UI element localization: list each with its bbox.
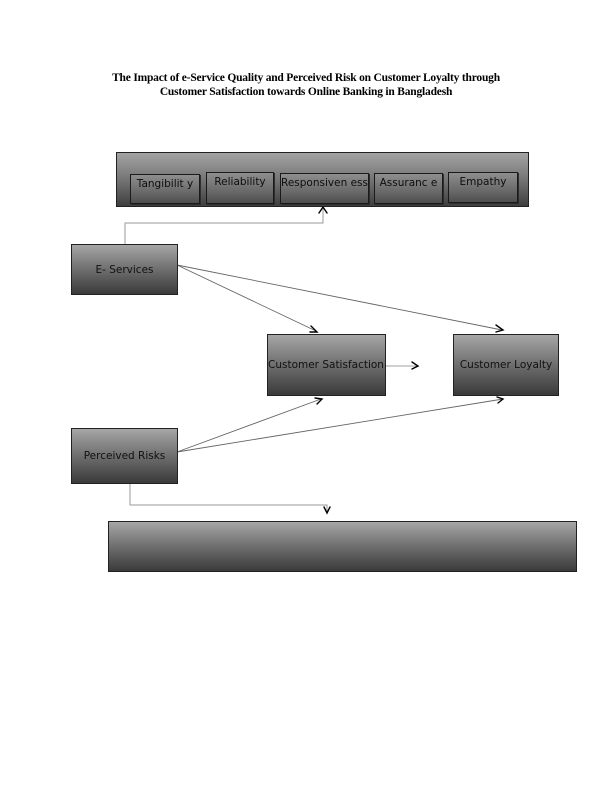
dimension-label: Reliability bbox=[214, 176, 266, 188]
arrowhead-icon bbox=[314, 397, 324, 405]
connector-risks-to-loyalty bbox=[176, 398, 504, 453]
dimension-label: Empathy bbox=[459, 176, 507, 188]
arrowhead-icon bbox=[309, 325, 319, 333]
dimension-responsiveness[interactable]: Responsiven ess bbox=[280, 173, 369, 204]
arrowhead-down-icon bbox=[323, 506, 331, 515]
node-customer-satisfaction[interactable]: Customer Satisfaction bbox=[267, 334, 386, 396]
diagram-title: The Impact of e-Service Quality and Perc… bbox=[60, 71, 552, 99]
node-label: E- Services bbox=[95, 263, 154, 276]
arrowhead-icon bbox=[496, 396, 505, 404]
node-label: Customer Loyalty bbox=[459, 359, 553, 371]
dimension-label: Responsiven ess bbox=[281, 177, 368, 189]
node-label: Customer Satisfaction bbox=[268, 359, 384, 371]
dimension-reliability[interactable]: Reliability bbox=[206, 172, 274, 204]
connector-eservices-to-satisfaction bbox=[176, 264, 317, 332]
arrowhead-right-icon bbox=[411, 361, 420, 370]
title-line-2: Customer Satisfaction towards Online Ban… bbox=[159, 86, 453, 98]
connector-eservices-to-loyalty bbox=[176, 264, 503, 331]
node-e-services[interactable]: E- Services bbox=[71, 244, 178, 295]
connector-eservices-to-dimensions bbox=[124, 206, 324, 245]
arrowhead-up-icon bbox=[318, 205, 328, 214]
dimension-assurance[interactable]: Assuranc e bbox=[374, 173, 443, 204]
connector-risks-to-risk-dimensions bbox=[129, 483, 328, 513]
node-label: Perceived Risks bbox=[83, 450, 166, 462]
risk-dimensions-container bbox=[108, 521, 577, 572]
dimension-label: Assuranc e bbox=[379, 177, 438, 189]
arrowhead-icon bbox=[495, 324, 505, 333]
dimension-empathy[interactable]: Empathy bbox=[448, 172, 518, 203]
title-line-1: The Impact of e-Service Quality and Perc… bbox=[112, 72, 500, 84]
dimension-label: Tangibilit y bbox=[136, 178, 194, 190]
connector-risks-to-satisfaction bbox=[176, 398, 322, 453]
node-perceived-risks[interactable]: Perceived Risks bbox=[71, 428, 178, 484]
node-customer-loyalty[interactable]: Customer Loyalty bbox=[453, 334, 559, 396]
dimension-tangibility[interactable]: Tangibilit y bbox=[130, 174, 200, 204]
